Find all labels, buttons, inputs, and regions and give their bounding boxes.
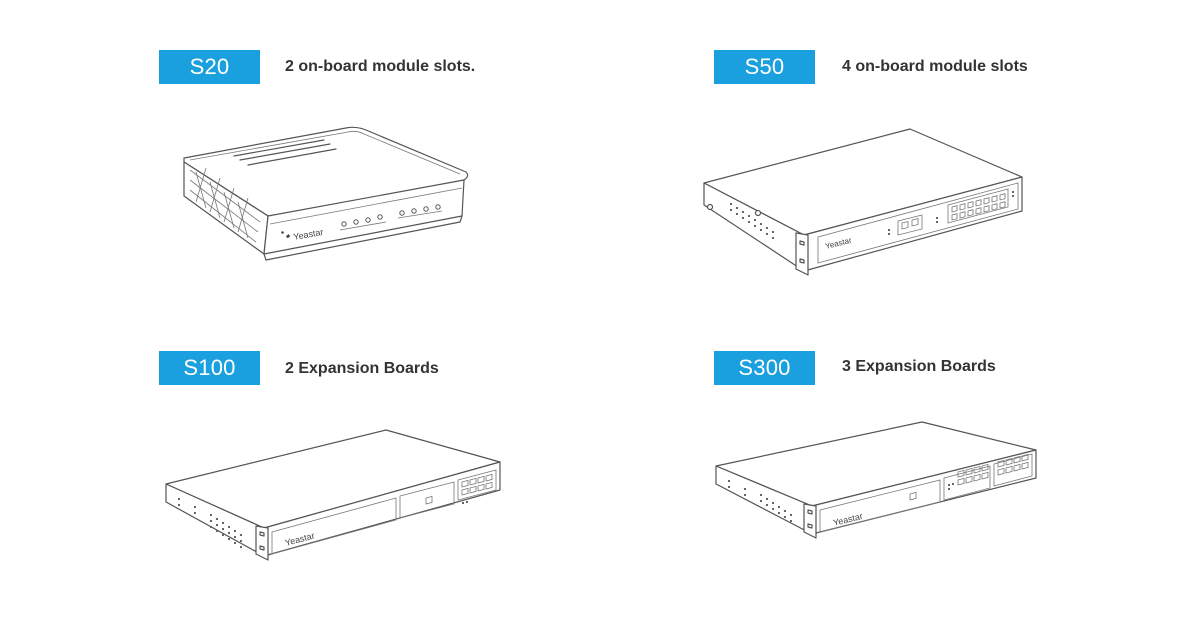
model-badge-s100: S100 [159, 351, 260, 385]
model-badge-s20: S20 [159, 50, 260, 84]
model-description-s50: 4 on-board module slots [842, 58, 1028, 75]
s20-desktop-pbx-drawing: Yeastar [176, 120, 476, 270]
s100-rack-pbx-drawing: Yeastar [164, 428, 509, 588]
model-badge-s300: S300 [714, 351, 815, 385]
s50-rack-pbx-drawing: Yeastar [700, 125, 1030, 285]
product-cell-s50: S50 4 on-board module slots Yeastar [600, 0, 1200, 300]
model-description-s100: 2 Expansion Boards [285, 360, 439, 377]
model-badge-s50: S50 [714, 50, 815, 84]
s300-rack-pbx-drawing: Yeastar [714, 421, 1044, 587]
model-description-s300: 3 Expansion Boards [842, 358, 996, 375]
product-cell-s300: S300 3 Expansion Boards [600, 300, 1200, 600]
model-description-s20: 2 on-board module slots. [285, 58, 476, 75]
product-cell-s100: S100 2 Expansion Boards [0, 300, 600, 600]
product-cell-s20: S20 2 on-board module slots. [0, 0, 600, 300]
